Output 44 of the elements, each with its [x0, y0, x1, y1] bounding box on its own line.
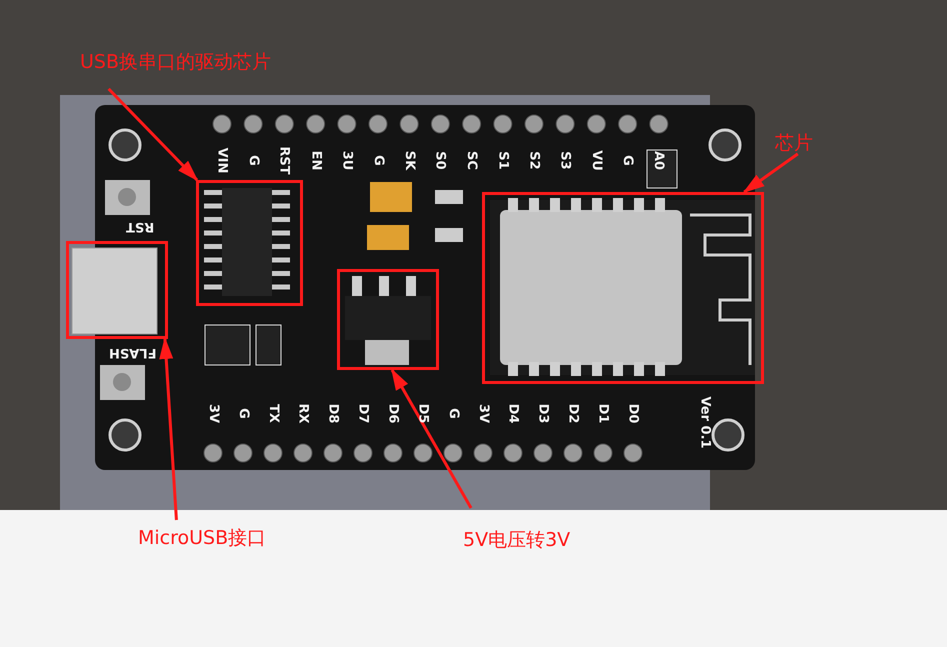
pin-label: D8 [326, 403, 340, 423]
pin-label: G [246, 154, 260, 166]
pin-label: G [446, 408, 460, 418]
highlight-box [196, 180, 303, 306]
annotation-text: 5V电压转3V [463, 530, 570, 551]
arrow [390, 368, 472, 509]
button-label: RST [126, 220, 154, 232]
pin-label: D7 [356, 403, 370, 423]
annotation-text: USB换串口的驱动芯片 [80, 52, 272, 73]
pin-label: SK [402, 150, 416, 170]
pin-label: A0 [652, 150, 666, 170]
button-label: FLASH [108, 346, 156, 358]
pin-label: D6 [386, 403, 400, 423]
pin-label: S2 [528, 150, 541, 170]
annotation-text: MicroUSB接口 [138, 528, 266, 549]
highlight-box [482, 192, 764, 384]
pin-label: D2 [566, 403, 580, 423]
pin-label: D1 [596, 403, 610, 423]
pin-label: G [371, 154, 384, 166]
pin-label: 3V [476, 403, 490, 423]
pin-label: D4 [506, 403, 520, 423]
pin-label: D3 [536, 403, 550, 423]
pin-label: G [620, 154, 634, 166]
pin-label: S3 [558, 150, 572, 170]
pin-label: RX [296, 402, 310, 424]
version-label: Ver 0.1 [698, 396, 712, 448]
annotation-text: 芯片 [775, 133, 813, 154]
pin-label: D0 [626, 403, 640, 423]
pin-label: D5 [416, 403, 430, 423]
arrow [159, 337, 178, 520]
pin-label: EN [308, 150, 322, 170]
pin-label: RST [278, 146, 292, 174]
arrow [742, 152, 799, 194]
pin-label: 3V [206, 403, 220, 423]
pin-label: SC [465, 150, 478, 170]
pin-label: S0 [434, 150, 448, 170]
pin-label: TX [266, 404, 280, 422]
pin-label: 3U [340, 150, 354, 170]
pin-label: VIN [215, 147, 228, 173]
highlight-box [337, 269, 439, 370]
pin-label: S1 [496, 150, 510, 170]
pin-label: VU [590, 150, 603, 170]
highlight-box [66, 241, 168, 339]
pin-label: G [236, 408, 250, 418]
